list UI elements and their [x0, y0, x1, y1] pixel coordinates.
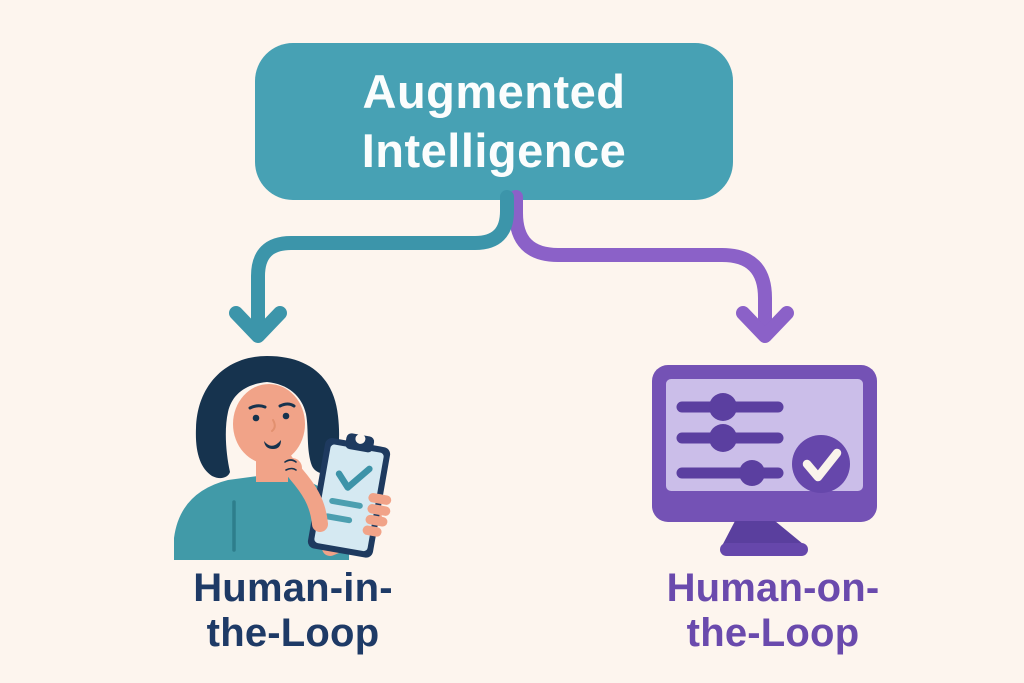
gripping-fingers [362, 493, 392, 537]
label-line-1: Human-in- [193, 566, 393, 610]
eye-right [282, 412, 290, 420]
human-on-the-loop-illustration [652, 365, 877, 556]
clipboard-clip-hole [355, 433, 366, 444]
label-line-1: Human-on- [666, 566, 880, 610]
slider-knob-1 [709, 393, 737, 421]
clipboard-icon [307, 433, 392, 558]
person-hair [195, 356, 340, 479]
eyebrow-right [278, 402, 296, 408]
arrow-to-human-in-the-loop-icon [229, 190, 514, 343]
eye-left [252, 414, 260, 422]
slider-knobs [709, 393, 765, 486]
label-human-on-the-loop: Human-on- the-Loop [608, 566, 938, 656]
check-circle [792, 435, 850, 493]
checkmark-icon [802, 448, 842, 482]
checklist-line-1 [329, 497, 363, 509]
label-line-2: the-Loop [206, 610, 380, 655]
checkmark-icon [335, 465, 373, 491]
checklist-line-2 [324, 513, 353, 524]
slider-knob-2 [709, 424, 737, 452]
label-line-2: the-Loop [686, 610, 860, 655]
root-title-line-2: Intelligence [361, 123, 627, 177]
finger-curl-lines [284, 459, 297, 471]
eyebrow-left [248, 404, 267, 410]
mouth [264, 440, 281, 449]
person-arm-chin [288, 466, 328, 532]
person-face [233, 384, 305, 464]
nose [271, 419, 276, 432]
monitor-base [720, 543, 808, 556]
human-in-the-loop-illustration [174, 356, 392, 560]
arrow-to-human-on-the-loop-icon [509, 190, 794, 343]
root-title-line-1: Augmented [362, 65, 626, 119]
checkmark-badge-icon [792, 435, 850, 493]
root-node-augmented-intelligence: Augmented Intelligence [255, 43, 733, 200]
person-index-finger [279, 446, 298, 470]
label-human-in-the-loop: Human-in- the-Loop [128, 566, 458, 656]
monitor-stand [723, 521, 803, 544]
slider-knob-3 [739, 460, 765, 486]
